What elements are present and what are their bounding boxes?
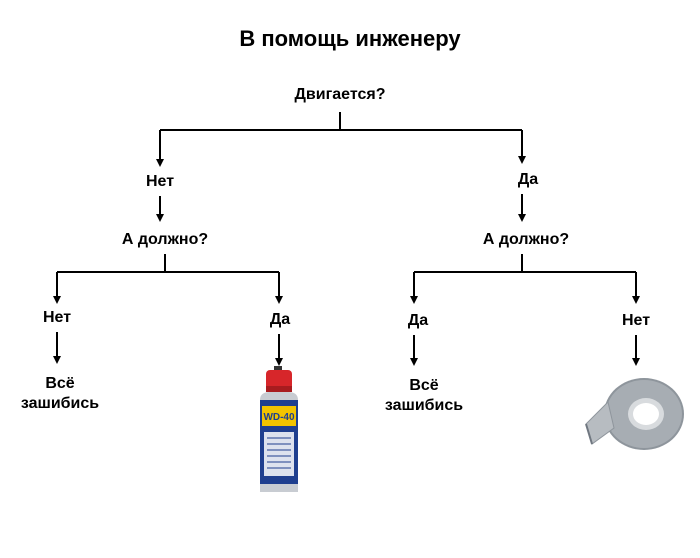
diagram-title: В помощь инженеру — [239, 26, 461, 51]
result-right-ok: Всё зашибись — [384, 377, 464, 414]
node-right-yes: Да — [407, 312, 429, 329]
node-no-moves: Нет — [145, 173, 175, 190]
result-left-ok: Всё зашибись — [20, 375, 100, 412]
node-right-no: Нет — [621, 312, 651, 329]
node-should-right: А должно? — [482, 231, 570, 248]
wd40-label: WD-40 — [263, 412, 295, 423]
node-left-yes: Да — [269, 311, 291, 328]
wd40-can-icon: WD-40 — [260, 366, 298, 492]
node-should-left: А должно? — [121, 231, 209, 248]
node-moves: Двигается? — [294, 86, 386, 103]
duct-tape-icon — [585, 378, 684, 450]
node-yes-moves: Да — [517, 171, 539, 188]
node-left-no: Нет — [42, 309, 72, 326]
